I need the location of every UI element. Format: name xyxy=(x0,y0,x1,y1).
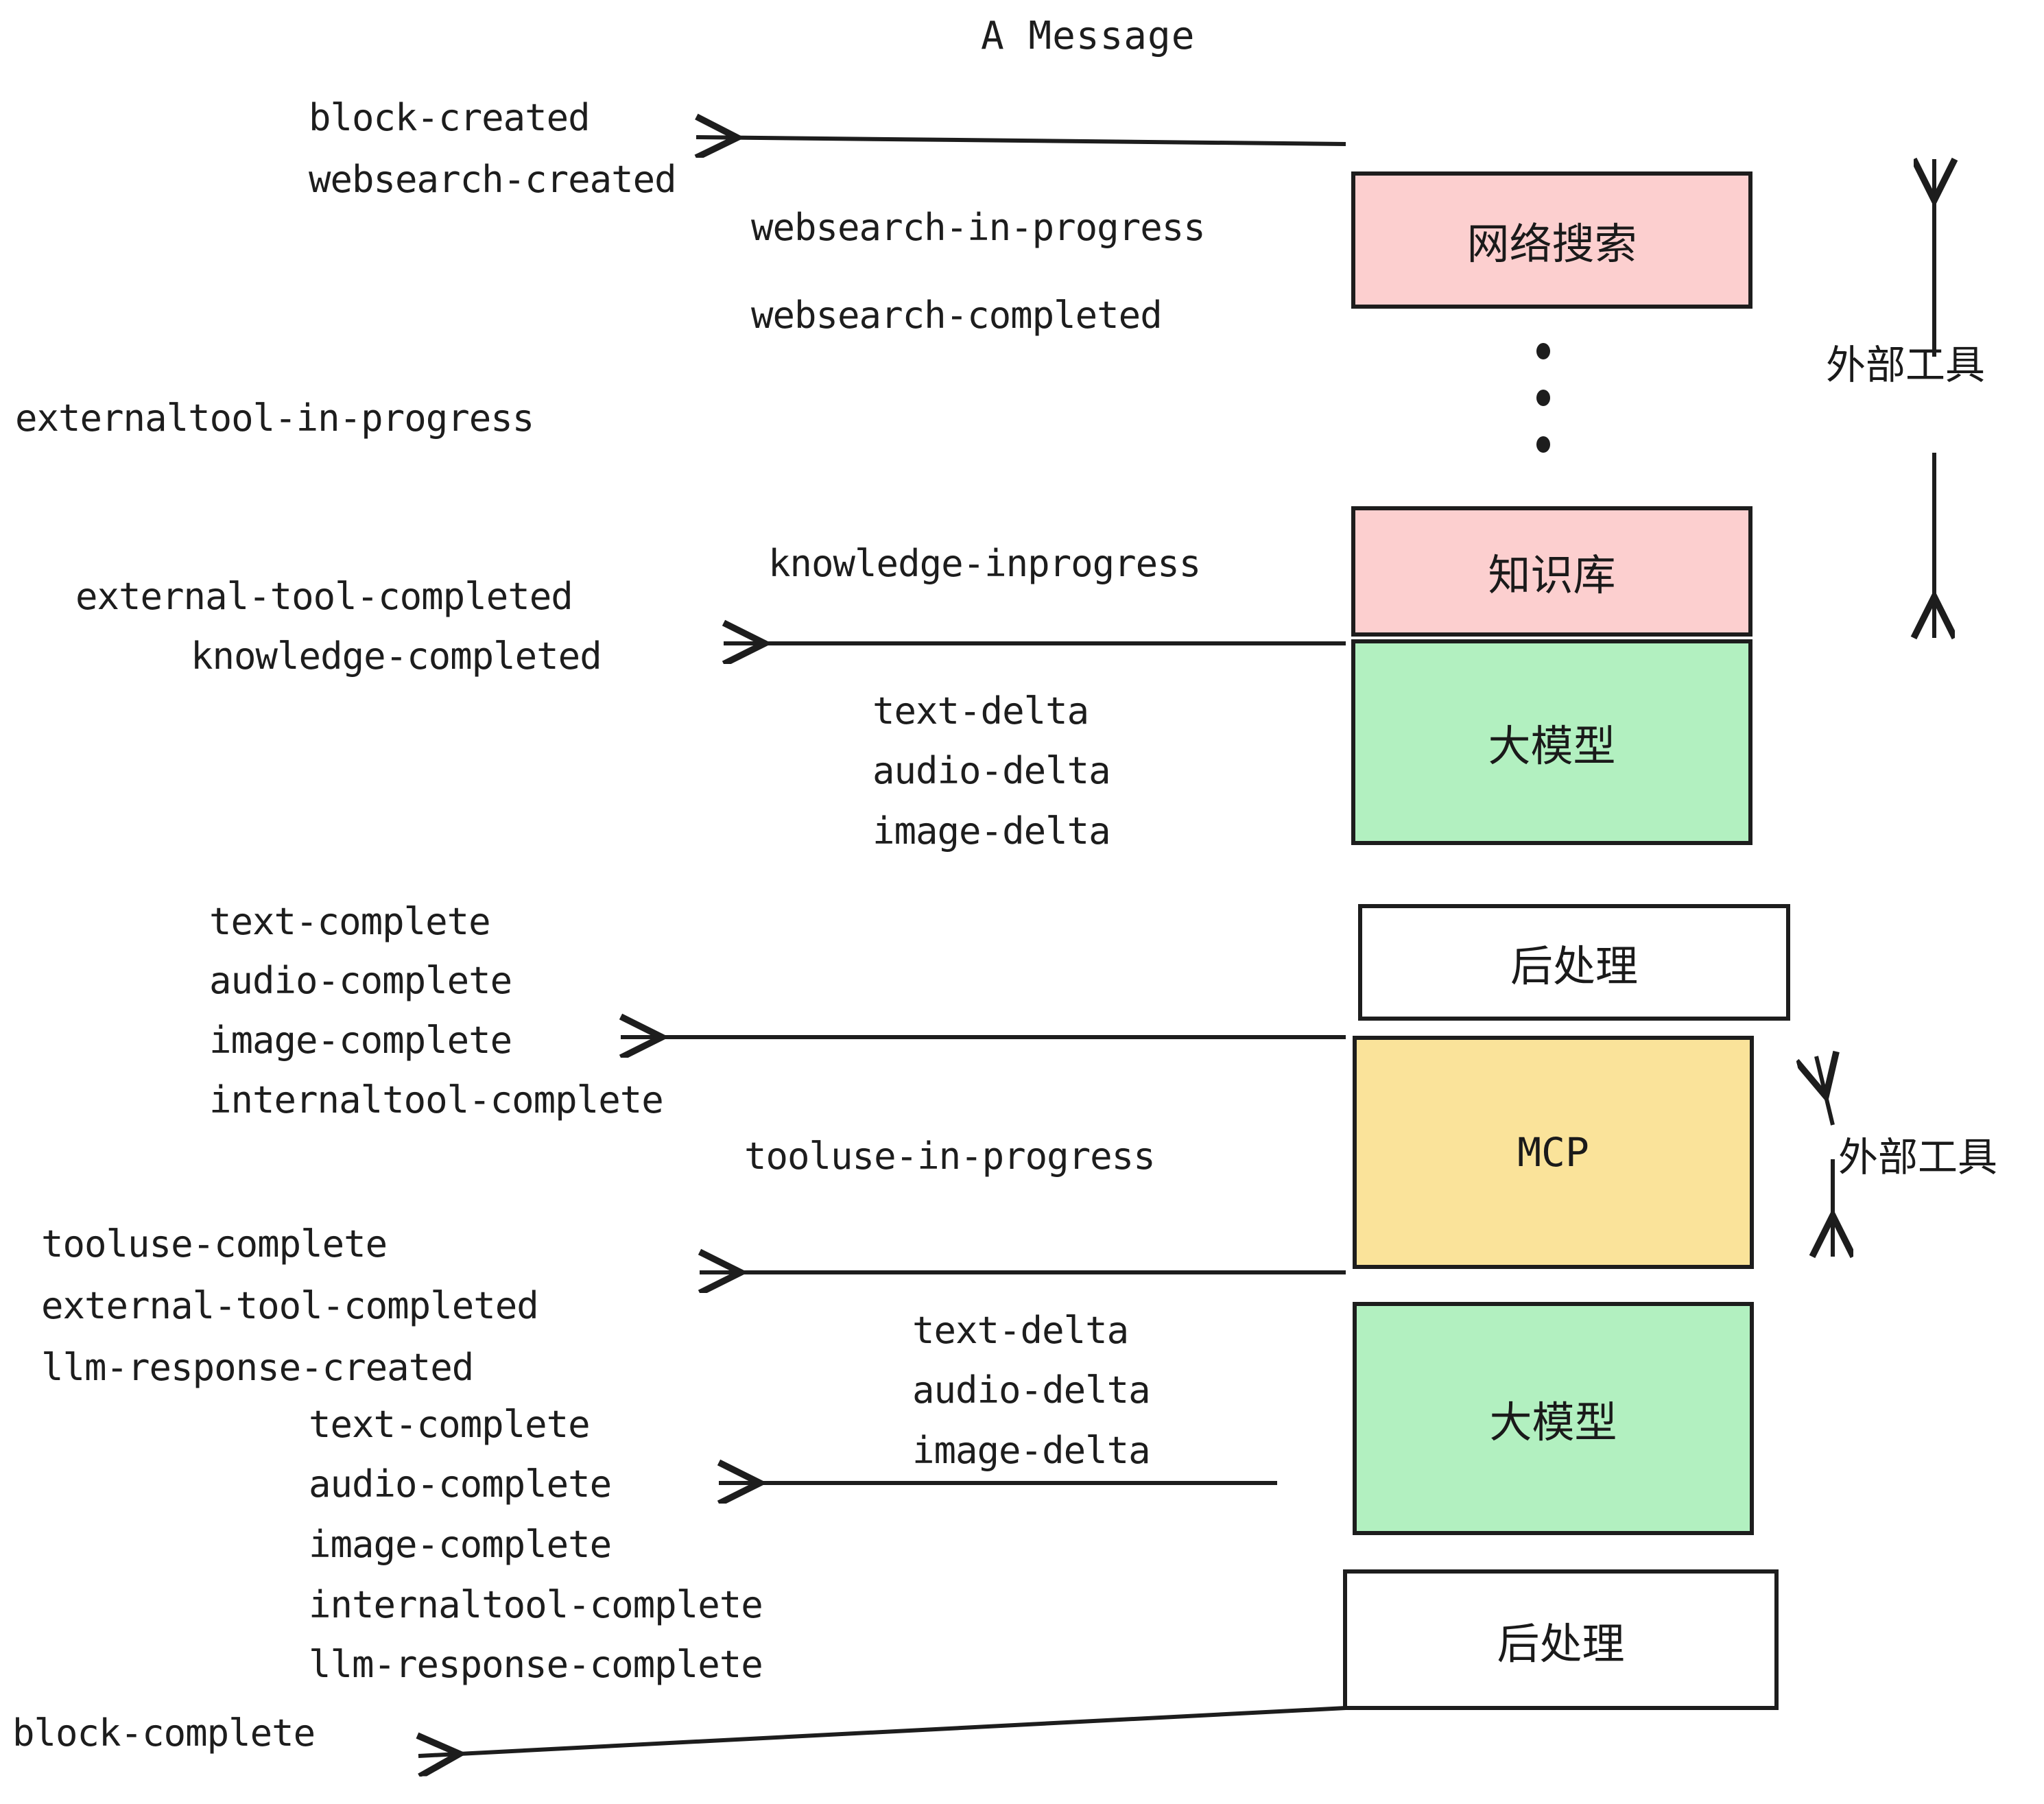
event-label-image-delta-2: image-delta xyxy=(912,1429,1151,1472)
event-label-text-delta-1: text-delta xyxy=(872,689,1089,733)
event-label-text-complete-2: text-complete xyxy=(309,1403,591,1446)
event-label-external-tool-completed-2: external-tool-completed xyxy=(41,1284,539,1327)
side-label-external-tools-bottom: 外部工具 xyxy=(1838,1134,1998,1180)
event-label-tooluse-in-progress: tooluse-in-progress xyxy=(744,1135,1156,1178)
event-label-internaltool-complete-2: internaltool-complete xyxy=(309,1583,763,1626)
event-label-image-complete-1: image-complete xyxy=(209,1019,512,1062)
box-knowledge[interactable]: 知识库 xyxy=(1351,506,1752,637)
event-label-audio-delta-2: audio-delta xyxy=(912,1368,1151,1412)
event-label-audio-delta-1: audio-delta xyxy=(872,749,1111,792)
box-mcp[interactable]: MCP xyxy=(1353,1036,1754,1269)
event-label-block-created: block-created xyxy=(309,96,591,139)
box-websearch[interactable]: 网络搜索 xyxy=(1351,171,1752,309)
event-label-external-tool-completed-1: external-tool-completed xyxy=(75,575,573,618)
box-postprocess-1[interactable]: 后处理 xyxy=(1358,904,1790,1021)
event-label-text-complete-1: text-complete xyxy=(209,900,491,943)
side-label-external-tools-top: 外部工具 xyxy=(1826,342,1986,388)
box-label-websearch: 网络搜索 xyxy=(1466,219,1637,269)
box-llm-2[interactable]: 大模型 xyxy=(1353,1302,1754,1535)
event-label-tooluse-complete: tooluse-complete xyxy=(41,1222,388,1266)
page-title: A Message xyxy=(981,14,1196,58)
box-label-postprocess-1: 后处理 xyxy=(1510,941,1638,991)
event-label-websearch-created: websearch-created xyxy=(309,158,677,201)
event-label-internaltool-complete-1: internaltool-complete xyxy=(209,1078,664,1121)
event-label-image-delta-1: image-delta xyxy=(872,809,1111,853)
box-label-llm-2: 大模型 xyxy=(1489,1397,1617,1447)
ellipsis-vertical-icon xyxy=(1535,343,1552,453)
event-label-audio-complete-1: audio-complete xyxy=(209,959,512,1002)
box-label-llm-1: 大模型 xyxy=(1488,721,1616,771)
arrow-websearch-to-created xyxy=(696,137,1346,144)
box-label-knowledge: 知识库 xyxy=(1488,550,1616,600)
event-label-image-complete-2: image-complete xyxy=(309,1523,612,1566)
event-label-audio-complete-2: audio-complete xyxy=(309,1462,612,1506)
event-label-llm-response-created: llm-response-created xyxy=(41,1346,474,1389)
box-postprocess-2[interactable]: 后处理 xyxy=(1343,1569,1779,1710)
event-label-knowledge-completed: knowledge-completed xyxy=(191,634,602,678)
arrow-postprocess2-to-block-complete xyxy=(418,1706,1346,1756)
event-label-knowledge-inprogress: knowledge-inprogress xyxy=(768,542,1201,585)
event-label-block-complete: block-complete xyxy=(12,1711,316,1755)
event-label-externaltool-in-progress: externaltool-in-progress xyxy=(15,396,534,440)
event-label-websearch-in-progress: websearch-in-progress xyxy=(751,206,1206,249)
arrow-external-tools-bottom-up xyxy=(1816,1056,1833,1126)
box-label-mcp: MCP xyxy=(1517,1129,1589,1176)
box-llm-1[interactable]: 大模型 xyxy=(1351,639,1752,845)
event-label-llm-response-complete: llm-response-complete xyxy=(309,1643,763,1686)
event-label-text-delta-2: text-delta xyxy=(912,1309,1129,1352)
box-label-postprocess-2: 后处理 xyxy=(1497,1618,1625,1669)
event-label-websearch-completed: websearch-completed xyxy=(751,294,1163,337)
